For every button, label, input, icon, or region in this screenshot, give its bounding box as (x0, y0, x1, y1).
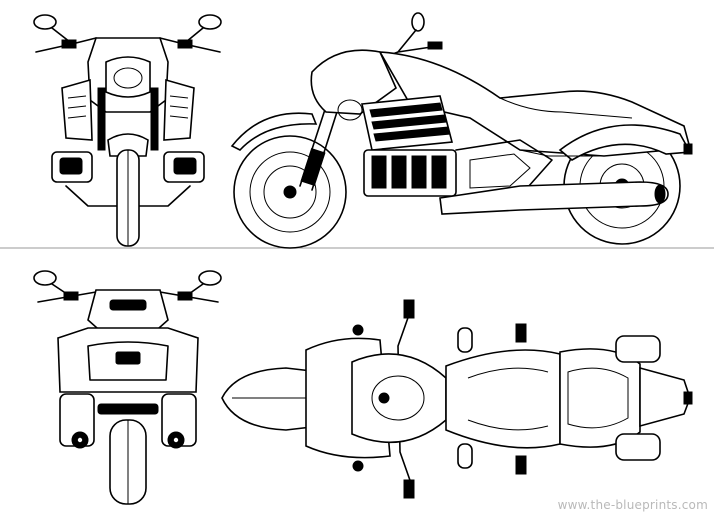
rear-view (33, 270, 222, 505)
front-view (33, 14, 222, 247)
watermark-text: www.the-blueprints.com (557, 498, 708, 512)
side-view (230, 12, 693, 249)
top-view (221, 299, 693, 499)
